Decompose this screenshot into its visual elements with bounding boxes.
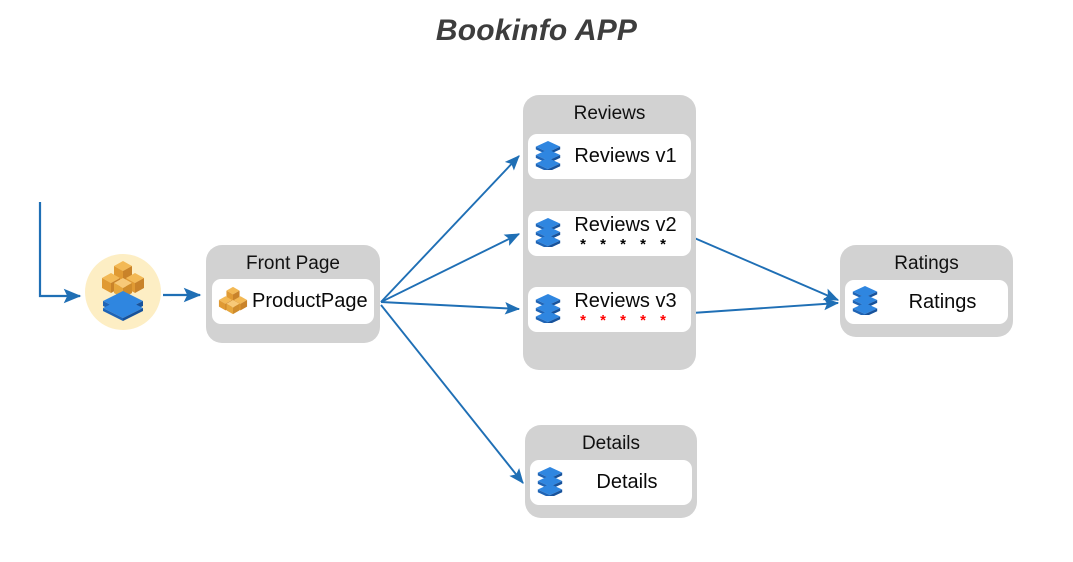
entry-node[interactable]	[85, 254, 161, 330]
service-card-details[interactable]: Details	[530, 460, 692, 505]
edge-productpage-to-reviews-v1	[380, 155, 520, 303]
blue-stack-icon	[534, 140, 568, 174]
service-label-reviews-v3: Reviews v3	[574, 290, 677, 312]
rating-stars-reviews-v3: * * * * *	[580, 312, 671, 329]
edge-productpage-to-reviews-v3	[380, 301, 521, 315]
group-title-front-page: Front Page	[246, 253, 340, 274]
edge-productpage-to-details	[380, 304, 524, 484]
service-card-body: Details	[570, 472, 692, 493]
rating-stars-reviews-v2: * * * * *	[580, 236, 671, 253]
group-title-reviews: Reviews	[573, 103, 646, 124]
blue-stack-icon	[534, 217, 568, 251]
group-reviews[interactable]: Reviews Reviews v1	[523, 95, 696, 370]
group-title-details: Details	[581, 433, 641, 454]
edge-productpage-to-reviews-v2	[380, 233, 521, 303]
service-card-body: ProductPage	[252, 291, 376, 312]
service-label-details: Details	[596, 471, 658, 493]
page-title: Bookinfo APP	[435, 14, 638, 47]
blue-stack-icon	[851, 285, 885, 319]
service-label-reviews-v1: Reviews v1	[574, 145, 677, 167]
service-label-productpage: ProductPage	[252, 290, 368, 312]
orange-blue-stack-icon	[100, 259, 146, 326]
group-front-page[interactable]: Front Page Produ	[206, 245, 380, 343]
service-card-reviews-v3[interactable]: Reviews v3 * * * * *	[528, 287, 691, 332]
service-card-body: Reviews v3 * * * * *	[568, 290, 691, 329]
service-card-productpage[interactable]: ProductPage	[212, 279, 374, 324]
service-label-reviews-v2: Reviews v2	[574, 214, 677, 236]
blue-stack-icon	[534, 293, 568, 327]
orange-cubes-icon	[218, 285, 252, 319]
edge-reviews-v2-to-ratings	[691, 236, 840, 301]
service-label-ratings: Ratings	[908, 290, 977, 313]
blue-stack-icon	[536, 466, 570, 500]
group-ratings[interactable]: Ratings Ratings	[840, 245, 1013, 337]
service-card-ratings[interactable]: Ratings	[845, 280, 1008, 324]
edge-reviews-v3-to-ratings	[691, 297, 840, 314]
group-title-ratings: Ratings	[894, 253, 959, 274]
edge-ingress-to-entry	[38, 202, 82, 304]
group-details[interactable]: Details Details	[525, 425, 697, 518]
service-card-body: Reviews v1	[568, 146, 691, 167]
service-card-reviews-v2[interactable]: Reviews v2 * * * * *	[528, 211, 691, 256]
service-card-reviews-v1[interactable]: Reviews v1	[528, 134, 691, 179]
service-card-body: Ratings	[885, 290, 1008, 313]
service-card-body: Reviews v2 * * * * *	[568, 214, 691, 253]
